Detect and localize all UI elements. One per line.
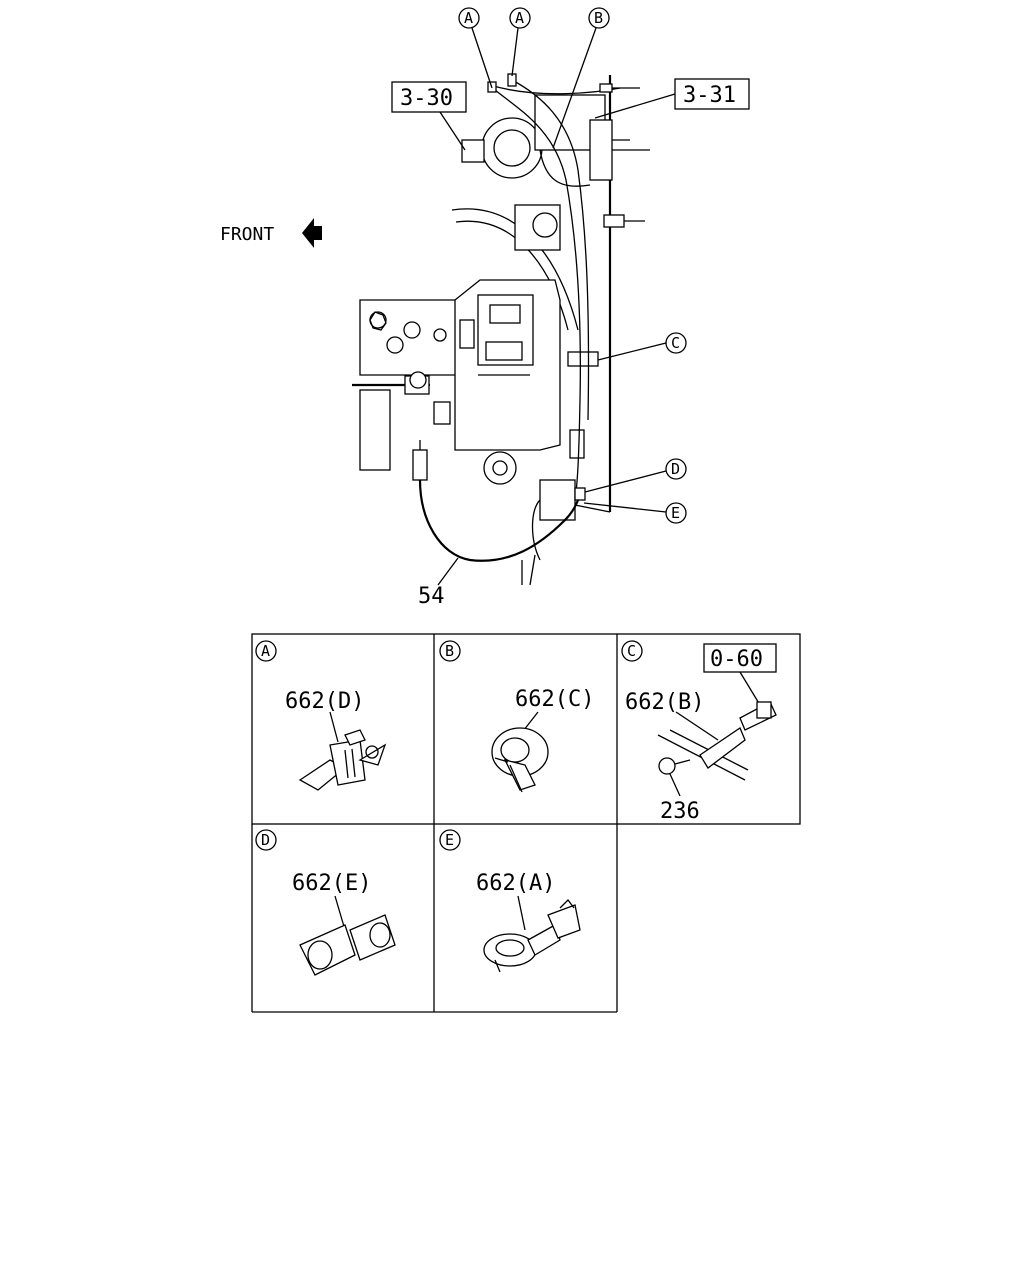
svg-text:A: A	[261, 642, 270, 660]
part-number-54: 54	[418, 584, 445, 609]
clip-662a-icon	[483, 899, 581, 973]
front-arrow-icon	[302, 218, 322, 248]
svg-text:D: D	[671, 460, 680, 478]
bracket-662b-icon	[657, 701, 777, 781]
panel-d: D 662(E)	[255, 829, 396, 976]
panel-e-part-label: 662(A)	[476, 871, 555, 896]
svg-text:0-60: 0-60	[710, 647, 763, 672]
svg-text:B: B	[445, 642, 454, 660]
panel-a-part-label: 662(D)	[285, 689, 364, 714]
panel-b-part-label: 662(C)	[515, 687, 594, 712]
clamp-662c-icon	[491, 727, 549, 793]
callout-d: D	[584, 458, 687, 493]
svg-text:E: E	[671, 504, 680, 522]
ref-box-3-31: 3-31	[594, 78, 750, 119]
ref-box-3-30: 3-30	[391, 81, 467, 151]
callout-e: E	[583, 502, 687, 524]
svg-text:A: A	[515, 9, 524, 27]
panel-c-part-label: 662(B)	[625, 690, 704, 715]
svg-text:D: D	[261, 831, 270, 849]
ref-box-0-60	[703, 643, 777, 673]
svg-text:3-30: 3-30	[400, 86, 453, 111]
svg-text:3-31: 3-31	[683, 83, 736, 108]
svg-text:C: C	[671, 334, 680, 352]
front-label: FRONT	[220, 224, 274, 245]
panel-e: E 662(A)	[439, 829, 581, 973]
svg-text:C: C	[627, 642, 636, 660]
panel-d-part-label: 662(E)	[292, 871, 371, 896]
svg-text:E: E	[445, 831, 454, 849]
svg-text:B: B	[594, 9, 603, 27]
callout-c: C	[597, 332, 687, 361]
clip-662e-icon	[299, 914, 396, 976]
panel-c: C 0-60 662(B) 236	[621, 640, 777, 824]
panel-c-bolt-label: 236	[660, 799, 700, 824]
callout-a-2: A	[509, 7, 531, 77]
panel-a: A 662(D)	[255, 640, 387, 791]
callout-b: B	[552, 7, 610, 149]
panel-b: B 662(C)	[439, 640, 594, 793]
clip-662d-icon	[298, 729, 387, 791]
engine-illustration	[352, 73, 650, 586]
bolt-236-icon	[658, 757, 691, 775]
svg-text:A: A	[464, 9, 473, 27]
detail-panels-grid	[251, 633, 801, 1013]
callout-a-1: A	[458, 7, 493, 89]
